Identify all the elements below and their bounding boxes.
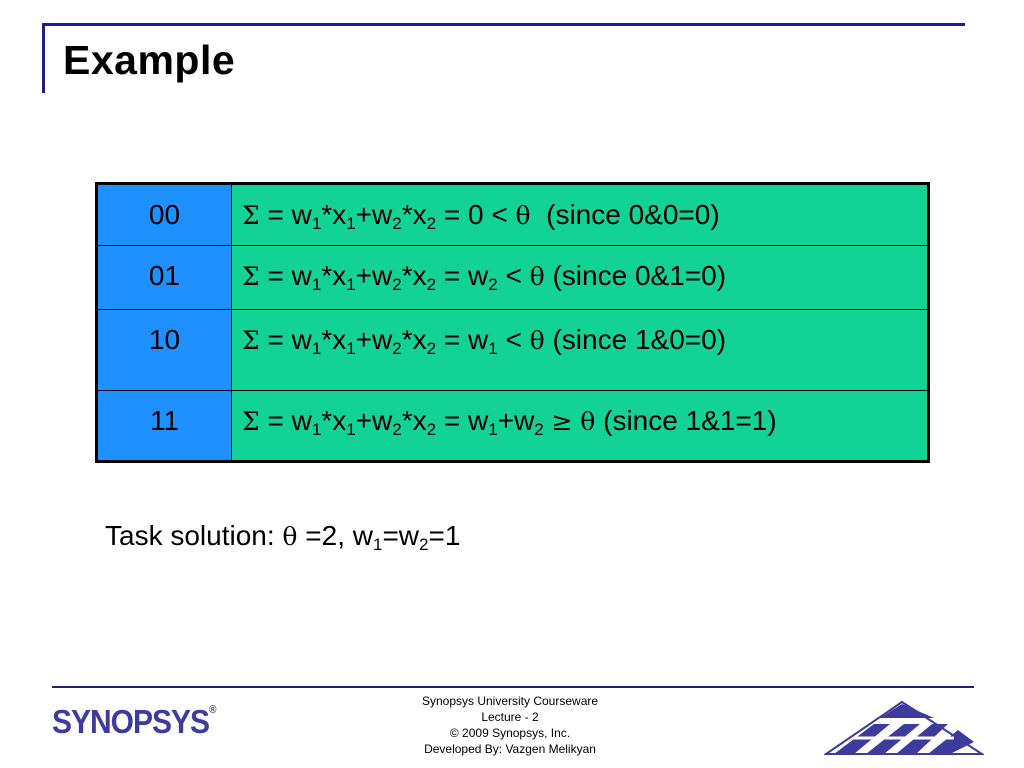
result-subscript: 2 [488, 275, 498, 294]
footer-credits: Synopsys University Courseware Lecture -… [395, 693, 625, 757]
truth-table: 00 Σ = w1*x1+w2*x2 = 0 < θ (since 0&0=0)… [95, 182, 930, 463]
relation-symbol: < [505, 260, 522, 291]
relation-symbol: < [505, 324, 522, 355]
top-rule [42, 23, 965, 26]
result-value: w [468, 260, 489, 291]
task-w1-subscript: 1 [372, 535, 383, 554]
row-note: (since 1&1=1) [603, 405, 777, 436]
input-cell: 10 [96, 309, 232, 391]
input-cell: 11 [96, 390, 232, 462]
university-emblem-icon [824, 700, 984, 755]
expression-cell: Σ = w1*x1+w2*x2 = 0 < θ (since 0&0=0) [231, 183, 929, 246]
task-value: =1 [428, 520, 461, 551]
result-subscript: 1 [488, 339, 498, 358]
footer-rule [52, 686, 974, 688]
task-label: Task solution: [105, 520, 275, 551]
task-theta-value: =2, [305, 520, 345, 551]
relation-symbol: < [491, 199, 508, 230]
input-cell: 01 [96, 245, 232, 310]
row-note: (since 1&0=0) [552, 324, 727, 355]
row-note: (since 0&0=0) [546, 199, 720, 230]
logo-text: SYNOPSYS [52, 704, 210, 741]
expression-cell: Σ = w1*x1+w2*x2 = w1 < θ (since 1&0=0) [231, 309, 929, 391]
result-value: w [468, 405, 489, 436]
table-row: 00 Σ = w1*x1+w2*x2 = 0 < θ (since 0&0=0) [96, 183, 929, 246]
task-eq: =w [382, 520, 420, 551]
result-tail-subscript: 2 [534, 420, 544, 439]
relation-symbol: ≥ [551, 407, 573, 436]
table-row: 01 Σ = w1*x1+w2*x2 = w2 < θ (since 0&1=0… [96, 245, 929, 310]
table-row: 10 Σ = w1*x1+w2*x2 = w1 < θ (since 1&0=0… [96, 309, 929, 391]
expression-cell: Σ = w1*x1+w2*x2 = w1+w2 ≥ θ (since 1&1=1… [231, 390, 929, 462]
result-subscript: 1 [488, 420, 498, 439]
result-value: 0 [468, 199, 484, 230]
footer-line: Developed By: Vazgen Melikyan [424, 742, 596, 756]
footer-line: © 2009 Synopsys, Inc. [449, 726, 571, 740]
task-solution: Task solution: θ =2, w1=w2=1 [105, 520, 461, 554]
result-value: w [468, 324, 489, 355]
left-rule [42, 23, 45, 93]
expression-cell: Σ = w1*x1+w2*x2 = w2 < θ (since 0&1=0) [231, 245, 929, 310]
row-note: (since 0&1=0) [552, 260, 727, 291]
synopsys-logo: SYNOPSYS® [52, 704, 216, 741]
footer-line: Synopsys University Courseware [421, 694, 599, 708]
task-w2-subscript: 2 [419, 535, 429, 554]
table-row: 11 Σ = w1*x1+w2*x2 = w1+w2 ≥ θ (since 1&… [96, 390, 929, 462]
logo-registered-mark: ® [209, 704, 217, 717]
input-cell: 00 [96, 183, 232, 246]
footer-line: Lecture - 2 [481, 710, 539, 724]
result-tail: +w [497, 405, 535, 436]
slide-title: Example [63, 37, 236, 83]
task-w: w [352, 520, 373, 551]
